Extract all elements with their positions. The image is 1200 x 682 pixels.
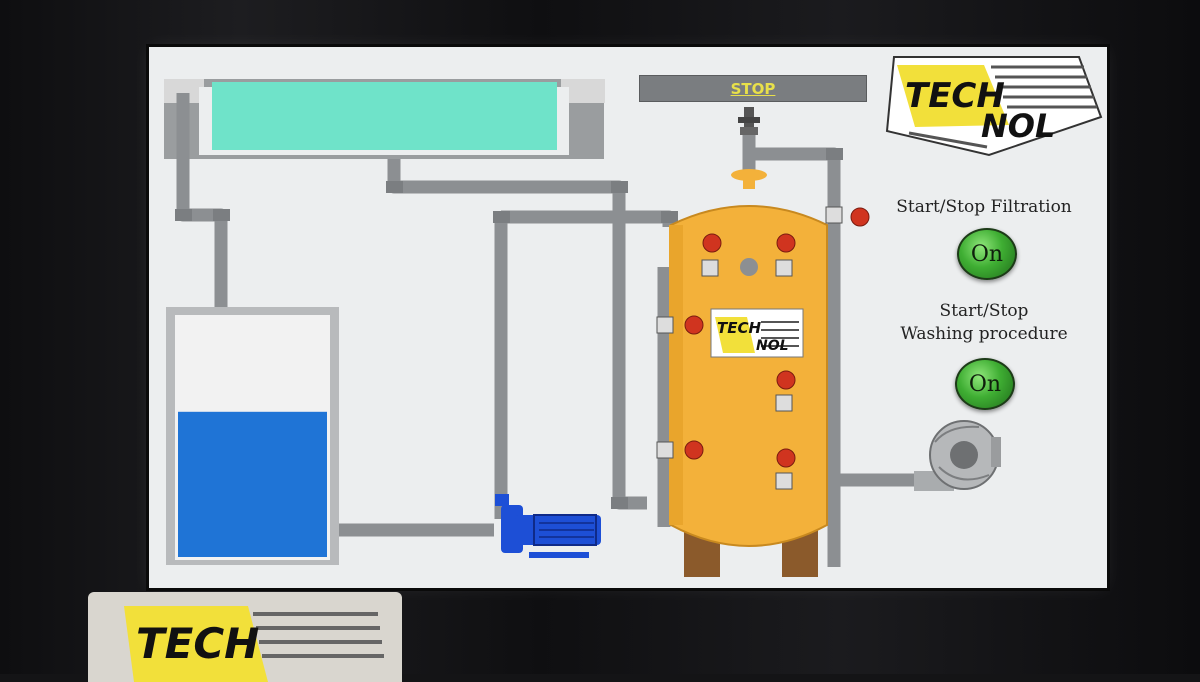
bottom-brand-logo: TECH	[124, 606, 384, 682]
washing-label-line2: Washing procedure	[900, 324, 1068, 344]
filter-internal-valves	[656, 206, 843, 490]
sand-filter-vessel	[669, 169, 828, 577]
brand-logo-text-right: NOL	[981, 107, 1055, 145]
washing-on-button[interactable]: On	[955, 358, 1015, 410]
bottom-brand-card: TECH	[88, 592, 402, 682]
pipe-joints	[175, 148, 843, 509]
filter-logo-text-left: TECH	[717, 319, 761, 337]
filter-logo-text-right: NOL	[756, 338, 789, 354]
hmi-screen: TECH NOL TECH NOL STOP Start/Stop Filtra…	[149, 47, 1107, 588]
brand-logo-text-left: TECH	[905, 76, 1005, 116]
bottom-logo-text: TECH	[136, 619, 259, 668]
valve-indicators	[684, 207, 870, 468]
filtration-label: Start/Stop Filtration	[896, 197, 1072, 217]
washing-label-line1: Start/Stop	[939, 301, 1029, 321]
pool-water	[212, 82, 557, 150]
vent-valve	[738, 107, 760, 135]
brand-logo: TECH NOL	[885, 56, 1103, 157]
pump	[495, 494, 601, 558]
stop-button-label: STOP	[730, 79, 776, 98]
stop-button[interactable]: STOP	[639, 75, 867, 102]
filter-logo: TECH NOL	[710, 308, 804, 358]
tank-water-level	[178, 411, 327, 557]
storage-tank	[166, 307, 339, 565]
filtration-on-button[interactable]: On	[957, 228, 1017, 280]
swimming-pool	[164, 79, 605, 159]
air-blower	[914, 420, 1001, 491]
process-diagram: TECH NOL TECH NOL	[164, 56, 1103, 577]
